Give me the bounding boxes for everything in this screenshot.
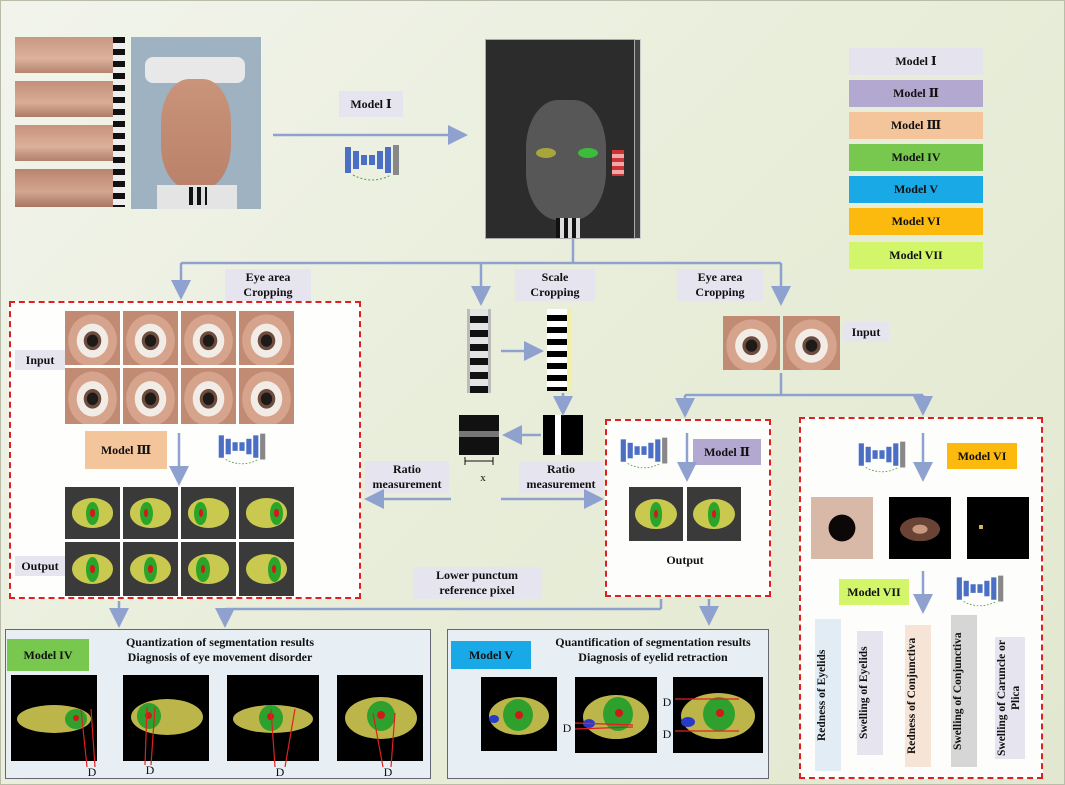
legend-model-2: Model Ⅱ: [849, 80, 983, 107]
model-4-label: Model IV: [7, 639, 89, 671]
network-icon: [956, 575, 1004, 607]
model-2-label: Model Ⅱ: [693, 439, 761, 465]
network-icon: [620, 437, 668, 469]
output-left-label: Output: [15, 556, 65, 576]
legend-model-5: Model V: [849, 176, 983, 203]
legend-model-6: Model VI: [849, 208, 983, 235]
model-1-label: Model Ⅰ: [339, 91, 403, 117]
model-3-label: Model Ⅲ: [85, 431, 167, 469]
d-mark: D: [275, 765, 285, 779]
face-photo: [131, 37, 261, 209]
model-7-label: Model VII: [839, 579, 909, 605]
d-mark: D: [662, 727, 672, 741]
lower-punctum-label: Lower punctum reference pixel: [413, 567, 541, 599]
model-5-label: Model V: [451, 641, 531, 669]
network-icon: [218, 433, 266, 465]
input-right-label: Input: [843, 322, 889, 342]
output-mid-label: Output: [666, 553, 704, 567]
legend-model-3: Model Ⅲ: [849, 112, 983, 139]
eye-area-cropping-left-label: Eye area Cropping: [225, 269, 311, 301]
model-4-caption: Quantization of segmentation results Dia…: [125, 635, 315, 664]
legend-model-4: Model IV: [849, 144, 983, 171]
network-icon: [858, 441, 906, 473]
scale-cropping-label: Scale Cropping: [515, 269, 595, 301]
ratio-measurement-right-label: Ratio measurement: [519, 461, 603, 493]
input-left-label: Input: [15, 350, 65, 370]
network-icon: [345, 145, 399, 181]
d-mark: D: [662, 695, 672, 709]
d-mark: D: [562, 721, 572, 735]
model-5-caption: Quantification of segmentation results D…: [555, 635, 751, 664]
legend-model-7: Model VII: [849, 242, 983, 269]
d-mark: D: [145, 763, 155, 777]
d-mark: D: [87, 765, 97, 779]
eye-area-cropping-right-label: Eye area Cropping: [677, 269, 763, 301]
ratio-measurement-left-label: Ratio measurement: [365, 461, 449, 493]
x-mark: x: [480, 472, 486, 484]
model-6-label: Model VI: [947, 443, 1017, 469]
legend-model-1: Model Ⅰ: [849, 48, 983, 75]
d-mark: D: [383, 765, 393, 779]
